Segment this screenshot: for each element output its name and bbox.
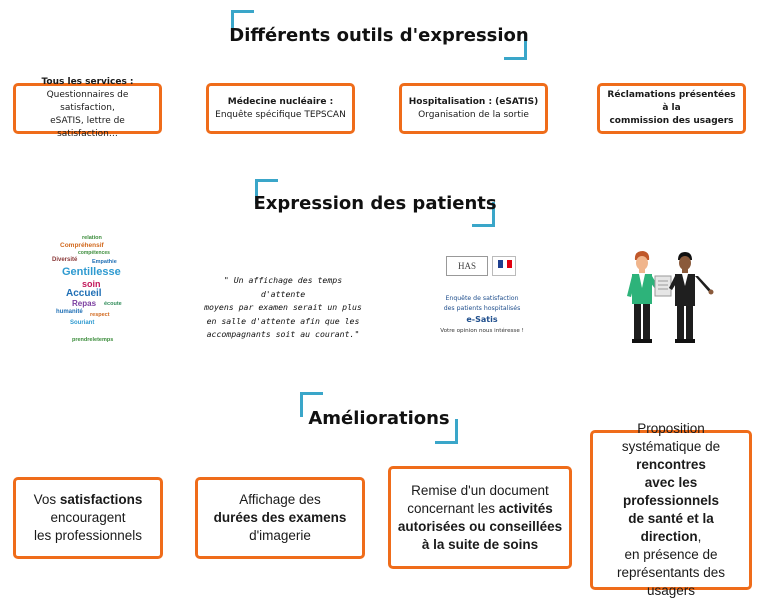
esatis-name: e-Satis: [466, 315, 498, 324]
bracket-bottom-right: [435, 419, 458, 444]
quote-line: " Un affichage des temps d'attente: [223, 275, 343, 299]
tool-box-hospitalisation: Hospitalisation : (eSATIS) Organisation …: [399, 83, 548, 134]
esatis-tagline: Votre opinion nous intéresse !: [440, 328, 524, 334]
tool-box-complaints: Réclamations présentées à la commission …: [597, 83, 746, 134]
cloud-word: relation: [82, 235, 102, 241]
cloud-word: Gentillesse: [62, 266, 121, 278]
improvement-box-document: Remise d'un document concernant les acti…: [388, 466, 572, 569]
esatis-line: Enquête de satisfaction: [445, 295, 519, 302]
tool-text: commission des usagers: [609, 116, 734, 126]
patients-heading: Expression des patients: [253, 179, 497, 227]
tool-title: Tous les services :: [41, 77, 134, 87]
improvement-bold: durées des examens: [213, 510, 347, 525]
improvement-text: représentants des: [616, 565, 726, 580]
improvement-text: d'imagerie: [249, 528, 311, 543]
cloud-word: humanité: [56, 309, 83, 315]
cloud-word: écoute: [104, 301, 122, 307]
tool-title: Hospitalisation : (eSATIS): [408, 96, 539, 107]
cloud-word: prendreletemps: [72, 337, 114, 343]
cloud-word: soin: [82, 279, 101, 289]
cloud-word: Souriant: [70, 320, 95, 326]
tool-box-nuclear-medicine: Médecine nucléaire : Enquête spécifique …: [206, 83, 355, 134]
tool-text: Enquête spécifique TEPSCAN: [215, 109, 346, 120]
improvement-box-satisfactions: Vos satisfactions encouragent les profes…: [13, 477, 163, 559]
improvement-bold: autorisées ou conseillées: [397, 518, 563, 534]
tools-title: Différents outils d'expression: [229, 24, 529, 46]
improvement-text: systématique de: [621, 439, 721, 454]
bracket-top-left: [231, 10, 254, 35]
word-cloud: relation Compréhensif compétences Divers…: [52, 234, 138, 346]
improvement-text: encouragent: [50, 510, 126, 525]
improvement-text: Affichage des: [239, 492, 321, 507]
document-icon: [654, 275, 672, 297]
has-logo: HAS: [446, 256, 488, 276]
quote-line: moyens par examen serait un plus: [204, 302, 362, 312]
improvement-text: en présence de: [624, 547, 718, 562]
cloud-word: Diversité: [52, 257, 78, 263]
bracket-top-left: [255, 179, 278, 204]
tools-heading: Différents outils d'expression: [229, 10, 529, 60]
quote-line: en salle d'attente afin que les: [206, 315, 360, 326]
improvement-box-meetings: Proposition systématique de rencontres a…: [590, 421, 752, 598]
cloud-word: Accueil: [66, 288, 102, 299]
esatis-panel: Enquête de satisfaction des patients hos…: [440, 294, 524, 336]
esatis-line: des patients hospitalisés: [443, 305, 521, 312]
cloud-word: respect: [90, 312, 110, 318]
improvement-text: concernant les: [407, 500, 499, 516]
improvement-bold: à la suite de soins: [421, 536, 539, 552]
improvement-box-display-durations: Affichage des durées des examens d'image…: [195, 477, 365, 559]
improvement-text: usagers: [646, 583, 696, 598]
bracket-bottom-right: [472, 202, 495, 227]
tool-text: Questionnaires de satisfaction,: [46, 90, 129, 113]
improvement-text: Vos: [33, 492, 60, 507]
patient-quote: " Un affichage des temps d'attente moyen…: [200, 274, 366, 342]
improvement-text: Remise d'un document: [411, 482, 549, 498]
improvement-bold: avec les professionnels: [622, 475, 720, 508]
cloud-word: Repas: [72, 299, 97, 308]
improvement-text: les professionnels: [33, 528, 143, 543]
meeting-illustration: [627, 251, 714, 343]
improvement-bold: rencontres: [636, 457, 706, 472]
cloud-word: Empathie: [92, 259, 117, 265]
tool-box-all-services: Tous les services : Questionnaires de sa…: [13, 77, 162, 139]
tool-title: Réclamations présentées à la: [607, 90, 736, 113]
person-right-icon: [669, 252, 714, 343]
tool-text: eSATIS, lettre de satisfaction…: [50, 116, 125, 139]
republique-francaise-logo: [492, 256, 516, 276]
improvements-title: Améliorations: [308, 407, 450, 429]
quote-line: accompagnants soit au courant.": [206, 329, 360, 339]
improvement-text: Proposition: [637, 421, 705, 436]
bracket-bottom-right: [504, 35, 527, 60]
tool-title: Médecine nucléaire :: [227, 96, 334, 107]
french-flag-icon: [498, 260, 513, 268]
person-left-icon: [627, 251, 659, 343]
cloud-word: compétences: [78, 250, 110, 256]
bracket-top-left: [300, 392, 323, 417]
improvement-bold: de santé et la direction: [628, 511, 714, 544]
patients-title: Expression des patients: [253, 192, 497, 214]
cloud-word: Compréhensif: [60, 242, 104, 249]
improvement-bold: activités: [498, 500, 553, 516]
improvement-text: ,: [697, 529, 702, 544]
improvements-heading: Améliorations: [300, 392, 458, 444]
improvement-bold: satisfactions: [59, 492, 143, 507]
tool-text: Organisation de la sortie: [418, 109, 529, 120]
